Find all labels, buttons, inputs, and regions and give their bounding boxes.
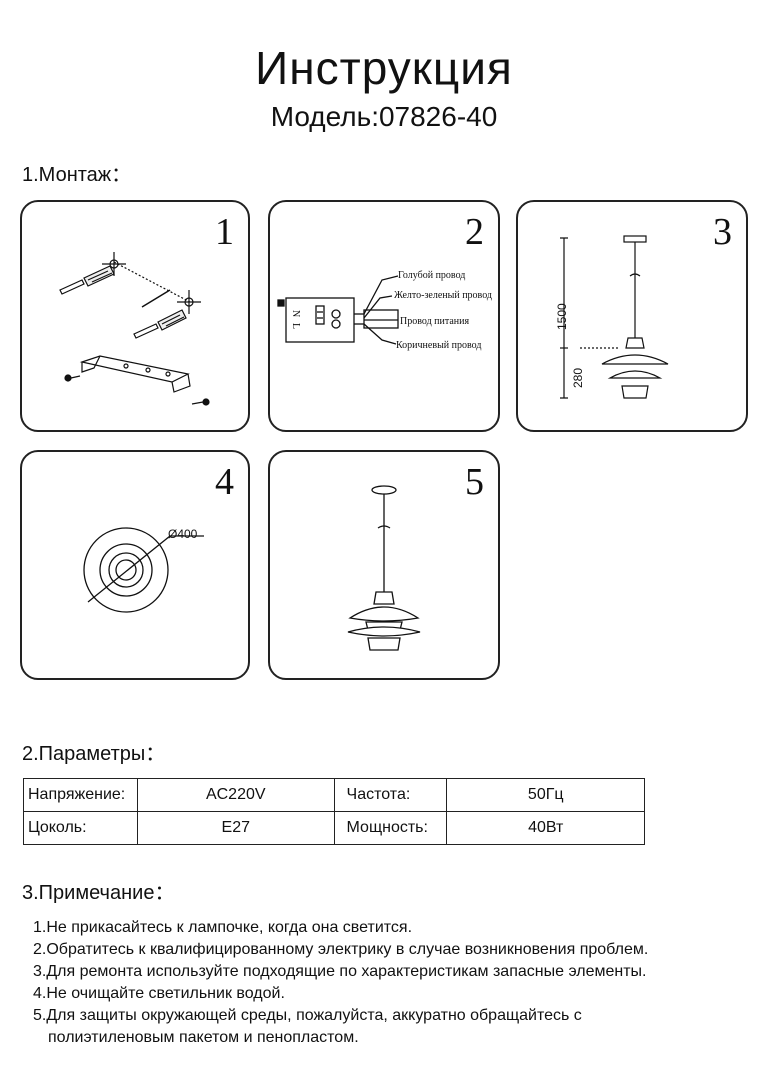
terminal-n: N [290,310,301,317]
param-label-frequency: Частота: [333,778,448,812]
param-value-voltage: AC220V [136,778,335,812]
diameter-label: Ø400 [168,527,198,541]
parameters-table: Напряжение: AC220V Частота: 50Гц Цоколь:… [23,778,645,845]
notes-list: 1.Не прикасайтесь к лампочке, когда она … [33,917,753,1049]
wiring-diagram: N L Голубой провод Желто-зеленый провод … [277,270,492,351]
list-item: полиэтиленовым пакетом и пенопластом. [48,1029,359,1046]
param-label-voltage: Напряжение: [23,778,138,812]
lamp-top-view-illustration: Ø400 [83,527,204,613]
param-label-power: Мощность: [333,811,448,845]
ceiling-mount-illustration [59,252,210,406]
step-1-panel: 1 [20,200,250,432]
assembled-lamp-illustration [347,485,421,651]
table-row: Напряжение: AC220V Частота: 50Гц [23,778,645,812]
mounting-heading: 1.Монтаж： [22,164,132,186]
document-title: Инструкция [255,42,513,94]
list-item: 4.Не очищайте светильник водой. [33,985,285,1002]
step-number: 4 [215,461,234,503]
step-number: 2 [465,211,484,253]
param-value-power: 40Вт [446,811,645,845]
step-4-panel: 4 Ø400 [20,450,250,680]
lamp-height-label: 280 [571,368,585,388]
list-item: 1.Не прикасайтесь к лампочке, когда она … [33,919,413,936]
param-value-socket: E27 [136,811,335,845]
param-value-frequency: 50Гц [446,778,645,812]
model-number: Модель:07826-40 [270,101,498,132]
notes-heading: 3.Примечание： [22,882,175,904]
step-5-panel: 5 [268,450,500,680]
step-2-panel: 2 N L Голубой провод Желто-зеленый прово… [268,200,500,432]
wire-label-yellow-green: Желто-зеленый провод [394,290,492,301]
param-label-socket: Цоколь: [23,811,138,845]
step-number: 5 [465,461,484,503]
step-number: 3 [713,211,732,253]
list-item: 5.Для защиты окружающей среды, пожалуйст… [33,1007,582,1024]
wire-label-power: Провод питания [400,316,470,327]
wire-label-blue: Голубой провод [398,270,465,281]
parameters-heading: 2.Параметры： [22,743,166,765]
table-row: Цоколь: E27 Мощность: 40Вт [23,811,645,845]
list-item: 3.Для ремонта используйте подходящие по … [33,963,647,980]
lamp-dimensions-illustration: 1500 280 [555,235,669,399]
list-item: 2.Обратитесь к квалифицированному электр… [33,941,649,958]
step-3-panel: 3 1500 280 [516,200,748,432]
cord-length-label: 1500 [555,303,569,330]
terminal-l: L [290,323,301,329]
step-number: 1 [215,211,234,253]
wire-label-brown: Коричневый провод [396,340,481,351]
